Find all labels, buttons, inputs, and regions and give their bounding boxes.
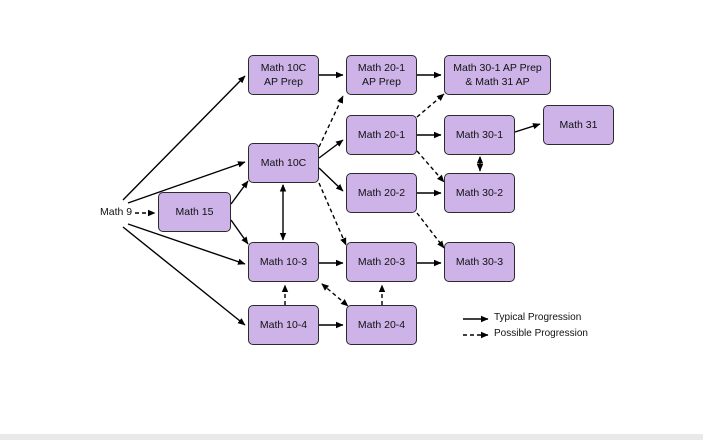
node-math-20-3-label: Math 20-3 bbox=[357, 256, 406, 268]
node-math-20-4: Math 20-4 bbox=[346, 305, 417, 345]
node-math-9: Math 9 bbox=[100, 206, 133, 218]
legend-possible-label: Possible Progression bbox=[494, 328, 588, 339]
node-math-31: Math 31 bbox=[543, 105, 614, 145]
node-label-line-2: & Math 31 AP bbox=[465, 76, 530, 88]
node-math-10c: Math 10C bbox=[248, 143, 319, 183]
node-math-20-4-label: Math 20-4 bbox=[357, 319, 406, 331]
arrow-math10-3-to-math20-4 bbox=[321, 283, 349, 307]
bottom-bar bbox=[0, 434, 703, 440]
legend-typical-label: Typical Progression bbox=[494, 312, 582, 323]
arrow-math30-1-to-math31 bbox=[514, 123, 541, 133]
node-math-20-3: Math 20-3 bbox=[346, 242, 417, 282]
arrow-math15-to-math10c bbox=[230, 180, 249, 205]
node-math-15-label: Math 15 bbox=[175, 206, 214, 218]
node-math-10c-label: Math 10C bbox=[260, 157, 307, 169]
arrow-math9-to-math10c-ap bbox=[122, 75, 246, 201]
arrow-math20-2-to-math30-3 bbox=[416, 212, 445, 249]
arrow-math10c-to-math20-3 bbox=[318, 182, 347, 246]
node-label-line-2: AP Prep bbox=[362, 76, 401, 88]
node-math-30-2-label: Math 30-2 bbox=[455, 187, 504, 199]
node-math-20-1: Math 20-1 bbox=[346, 115, 417, 155]
node-math-30-3: Math 30-3 bbox=[444, 242, 515, 282]
node-math-20-1-ap-prep: Math 20-1 AP Prep bbox=[346, 55, 417, 95]
arrow-math9-to-math10c bbox=[127, 161, 246, 204]
node-math-20-2: Math 20-2 bbox=[346, 173, 417, 213]
node-math-30-2: Math 30-2 bbox=[444, 173, 515, 213]
node-math-30-1-ap-prep-math-31-ap: Math 30-1 AP Prep & Math 31 AP bbox=[444, 55, 551, 95]
node-label-line-1: Math 10C bbox=[260, 62, 307, 74]
node-label-line-1: Math 20-1 bbox=[357, 62, 406, 74]
node-math-10-4: Math 10-4 bbox=[248, 305, 319, 345]
node-math-10-4-label: Math 10-4 bbox=[259, 319, 308, 331]
node-math-31-label: Math 31 bbox=[559, 119, 598, 131]
arrow-math20-1-to-math30-1-ap bbox=[416, 93, 445, 118]
arrow-math10c-to-math20-2 bbox=[318, 167, 344, 192]
arrow-math9-to-math10-3 bbox=[127, 223, 246, 265]
arrow-math9-to-math10-4 bbox=[122, 226, 246, 326]
node-math-30-1: Math 30-1 bbox=[444, 115, 515, 155]
node-math-15: Math 15 bbox=[158, 192, 231, 232]
arrow-math10c-to-math20-1-ap bbox=[318, 95, 344, 148]
arrow-math20-1-to-math30-2 bbox=[416, 150, 445, 183]
node-math-20-1-label: Math 20-1 bbox=[357, 129, 406, 141]
node-math-10-3-label: Math 10-3 bbox=[259, 256, 308, 268]
node-label-line-1: Math 30-1 AP Prep bbox=[453, 62, 542, 74]
node-math-30-3-label: Math 30-3 bbox=[455, 256, 504, 268]
arrow-math10c-to-math20-1 bbox=[318, 139, 344, 159]
node-math-10c-ap-prep: Math 10C AP Prep bbox=[248, 55, 319, 95]
node-label-line-2: AP Prep bbox=[264, 76, 303, 88]
node-math-20-2-label: Math 20-2 bbox=[357, 187, 406, 199]
node-math-10-3: Math 10-3 bbox=[248, 242, 319, 282]
arrow-math15-to-math10-3 bbox=[230, 219, 249, 245]
node-math-30-1-label: Math 30-1 bbox=[455, 129, 504, 141]
